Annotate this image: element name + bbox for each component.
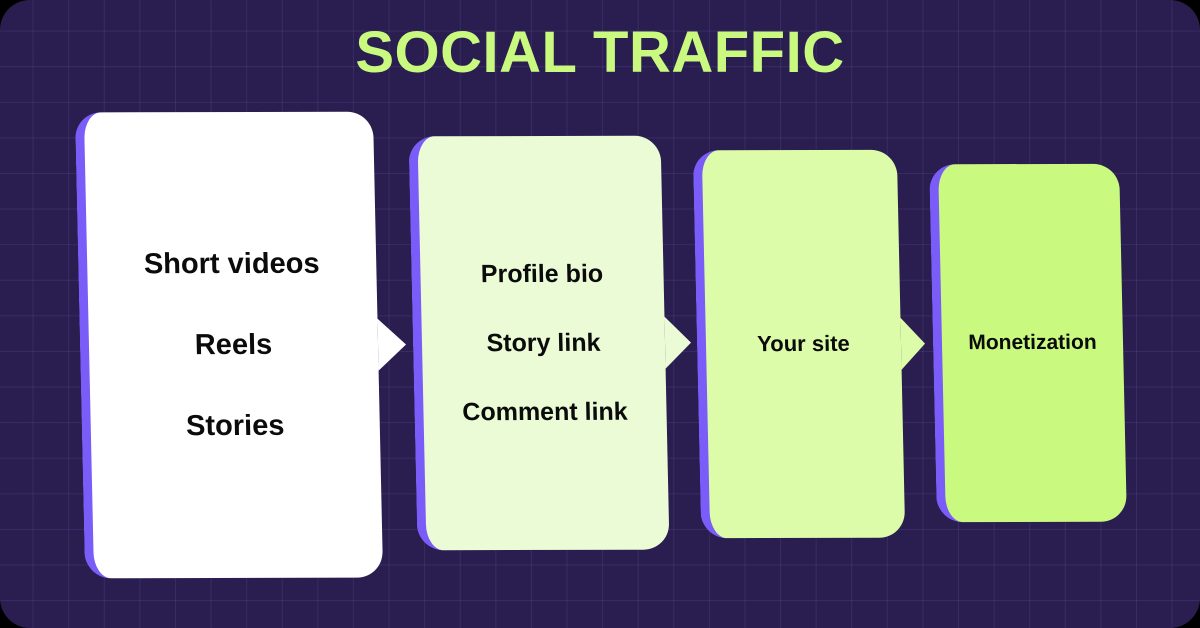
flow-step-4-lines: Monetization: [942, 331, 1124, 355]
flow-step-1-line-1: Short videos: [143, 247, 320, 280]
flow-step-1-line-3: Stories: [185, 409, 285, 442]
flow-step-2-line-3: Comment link: [462, 397, 628, 426]
flow-step-2-line-2: Story link: [486, 328, 601, 357]
flow-step-1-line-2: Reels: [194, 328, 273, 361]
flow-step-3-lines: Your site: [706, 331, 902, 358]
arrow-right-icon: [900, 317, 926, 370]
flow-step-2-lines: Profile bio Story link Comment link: [420, 239, 668, 447]
flow-step-2-line-1: Profile bio: [480, 259, 604, 288]
page-title: SOCIAL TRAFFIC: [355, 20, 845, 85]
flow-step-card-3[interactable]: Your site: [692, 149, 926, 539]
flow-step-card-4[interactable]: Monetization: [929, 163, 1127, 523]
flow-step-4-line-1: Monetization: [968, 330, 1097, 355]
arrow-right-icon: [664, 316, 692, 369]
flow-step-card-2[interactable]: Profile bio Story link Comment link: [408, 135, 692, 551]
flow-step-3-line-1: Your site: [756, 330, 851, 357]
arrow-right-icon: [377, 318, 407, 371]
flow-step-card-1[interactable]: Short videos Reels Stories: [74, 111, 407, 579]
flow-step-1-lines: Short videos Reels Stories: [86, 223, 380, 467]
